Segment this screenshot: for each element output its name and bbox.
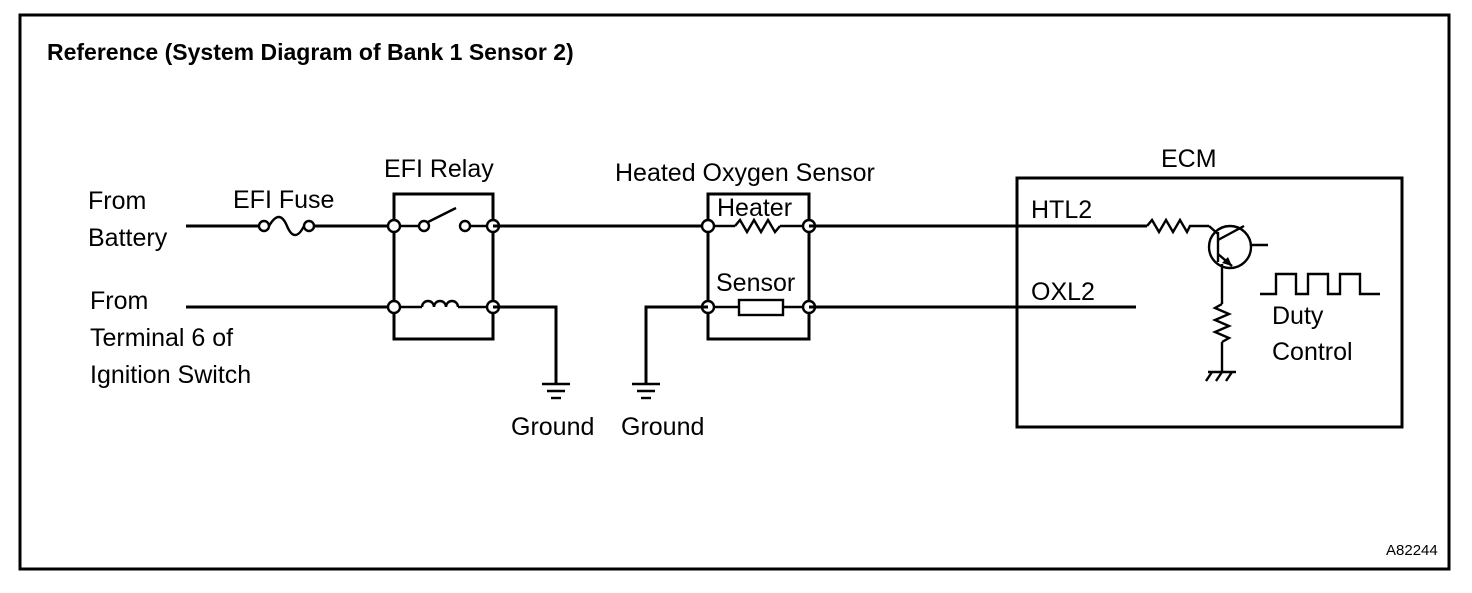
efi-relay-label: EFI Relay (384, 155, 494, 183)
heated-oxygen-sensor-label: Heated Oxygen Sensor (615, 159, 875, 187)
ground-label-sensor: Ground (621, 413, 704, 441)
ground-label-relay: Ground (511, 413, 594, 441)
duty-control-label-line2: Control (1272, 338, 1353, 366)
oxl2-terminal-label: OXL2 (1031, 278, 1095, 306)
htl2-terminal-label: HTL2 (1031, 196, 1092, 224)
heater-label: Heater (717, 194, 792, 222)
efi-fuse-symbol (257, 215, 316, 237)
battery-label-line1: From (88, 187, 146, 215)
ecm-driver-transistor (1207, 224, 1268, 270)
figure-code: A82244 (1386, 542, 1438, 559)
efi-fuse-label: EFI Fuse (233, 186, 334, 214)
ignition-label-line3: Ignition Switch (90, 361, 251, 389)
duty-pulse-waveform-icon (1260, 272, 1380, 296)
ecm-chassis-ground-icon (1205, 370, 1236, 382)
ecm-driver-resistor (1146, 217, 1209, 235)
ecm-box (1015, 176, 1404, 429)
efi-relay-symbol (386, 192, 501, 341)
diagram-frame (18, 13, 1451, 571)
duty-control-label-line1: Duty (1272, 302, 1324, 330)
ground-symbol-relay (542, 382, 570, 400)
battery-label-line2: Battery (88, 224, 168, 252)
relay-ground-wire (493, 305, 558, 384)
sensor-label: Sensor (716, 269, 795, 297)
ignition-label-line2: Terminal 6 of (90, 324, 233, 352)
sensor-ground-wire (644, 305, 708, 384)
ecm-label: ECM (1161, 145, 1217, 173)
ignition-label-line1: From (90, 287, 148, 315)
ecm-pulldown-resistor (1211, 264, 1233, 372)
diagram-title: Reference (System Diagram of Bank 1 Sens… (47, 39, 574, 65)
ground-symbol-sensor (632, 382, 660, 400)
